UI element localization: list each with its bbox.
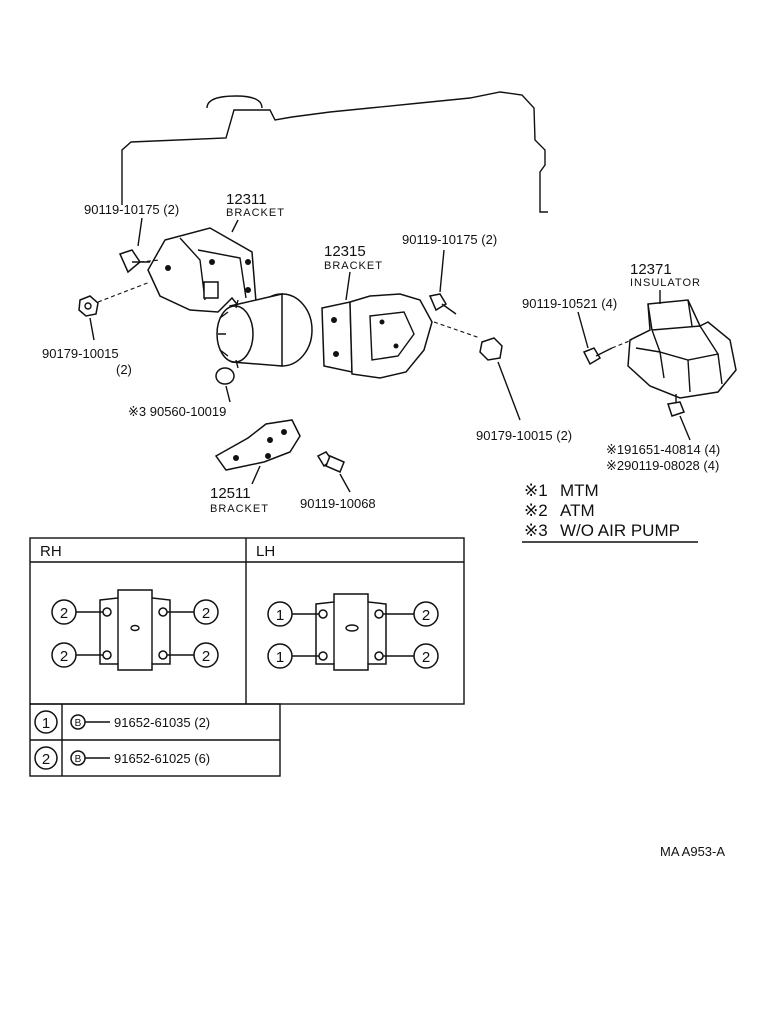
label-bolt-low: 90119-10068: [300, 496, 376, 511]
svg-text:2: 2: [202, 605, 210, 622]
panel-rh-title: RH: [40, 543, 62, 560]
lh-circle-top-left: 1: [267, 601, 293, 627]
rh-circle-bottom-right: 2: [193, 642, 219, 668]
bolt-insulator: [582, 339, 633, 366]
bolt-row-2-part: 91652-61025 (6): [114, 751, 210, 766]
diagram-code: MA A953-A: [660, 844, 725, 859]
svg-text:2: 2: [202, 648, 210, 665]
label-bracket-mid-name: BRACKET: [324, 260, 383, 272]
label-bracket-mid-number: 12315: [324, 243, 366, 260]
engine-outline: [121, 91, 548, 213]
label-bracket-left-number: 12311: [226, 191, 267, 208]
label-spacer: ※3 90560-10019: [128, 404, 226, 419]
svg-text:1: 1: [276, 649, 284, 666]
label-nut-left: 90179-10015: [42, 346, 119, 361]
lh-circle-top-right: 2: [413, 601, 439, 627]
label-bracket-left-name: BRACKET: [226, 207, 285, 219]
svg-text:2: 2: [422, 607, 430, 624]
legend-text-2: ATM: [560, 501, 595, 520]
leader-lines: [89, 217, 691, 493]
bolt-low: [316, 451, 345, 473]
bolt-mid: [428, 293, 457, 315]
part-labels: 90119-10175 (2) 12311 BRACKET 12315 BRAC…: [42, 191, 720, 515]
bolt-row-1-code: B: [75, 718, 82, 729]
label-bolt-top-mid: 90119-10175 (2): [402, 232, 497, 247]
label-stud-2: ※290119-08028 (4): [606, 458, 719, 473]
label-insulator-number: 12371: [630, 261, 672, 278]
lh-circle-bottom-left: 1: [267, 643, 293, 669]
legend-mark-1: ※1: [524, 481, 548, 500]
rh-circle-bottom-left: 2: [51, 642, 77, 668]
bolt-row-1: 1 B 91652-61035 (2): [34, 710, 210, 734]
panel-lh-title: LH: [256, 543, 275, 560]
svg-text:2: 2: [422, 649, 430, 666]
bolt-row-1-part: 91652-61035 (2): [114, 715, 210, 730]
rh-circle-top-right: 2: [193, 599, 219, 625]
legend-text-1: MTM: [560, 481, 599, 500]
label-bolt-insulator: 90119-10521 (4): [522, 296, 617, 311]
label-nut-mid: 90179-10015 (2): [476, 428, 572, 443]
label-bolt-top-left: 90119-10175 (2): [84, 202, 179, 217]
label-bracket-low-name: BRACKET: [210, 503, 269, 515]
nut-mid: [479, 337, 503, 361]
lh-circle-bottom-right: 2: [413, 643, 439, 669]
nut-left: [78, 281, 151, 317]
legend: ※1 MTM ※2 ATM ※3 W/O AIR PUMP: [522, 481, 698, 543]
bolt-row-2-code: B: [75, 754, 82, 765]
bolt-row-2-circle: 2: [42, 751, 50, 768]
bolt-row-2: 2 B 91652-61025 (6): [34, 746, 210, 770]
label-nut-left-qty: (2): [116, 362, 132, 377]
bracket-12311: [147, 227, 257, 313]
insulator-12371: [627, 299, 737, 399]
lh-mount-plate: [292, 593, 414, 671]
bracket-12315: [321, 293, 481, 379]
rh-circle-top-left: 2: [51, 599, 77, 625]
legend-mark-2: ※2: [524, 501, 548, 520]
svg-text:1: 1: [276, 607, 284, 624]
svg-text:2: 2: [60, 648, 68, 665]
rh-mount-plate: [76, 589, 194, 671]
bolt-table: [29, 703, 281, 777]
legend-mark-3: ※3: [524, 521, 548, 540]
panel-frame: [29, 537, 465, 705]
mount-panel-table: RH LH: [29, 537, 465, 705]
bracket-12511: [214, 419, 301, 471]
bolt-row-1-circle: 1: [42, 715, 50, 732]
bolt-left-upper: [118, 249, 161, 274]
label-bracket-low-number: 12511: [210, 485, 251, 502]
legend-text-3: W/O AIR PUMP: [560, 521, 680, 540]
stud-insulator: [667, 394, 685, 417]
svg-text:2: 2: [60, 605, 68, 622]
label-stud-1: ※191651-40814 (4): [606, 442, 720, 457]
alternator: [215, 293, 313, 385]
label-insulator-name: INSULATOR: [630, 277, 701, 289]
